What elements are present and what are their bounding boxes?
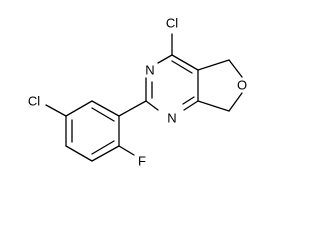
atom-label-n-upper: N — [145, 63, 154, 78]
atom-label-o: O — [237, 78, 247, 93]
bond-c2-aryl — [118, 100, 147, 117]
structure-diagram: Cl N N O Cl F — [28, 16, 247, 169]
bond-n1-c7a — [183, 100, 199, 111]
bond-c4a-c5 — [197, 59, 230, 71]
bond-c4a-c4-inner — [171, 60, 193, 74]
bond-ar2-ar3 — [65, 100, 93, 117]
atom-label-cl-left: Cl — [28, 94, 40, 109]
bond-ar3-cl — [45, 104, 67, 117]
bond-ar5-ar6 — [91, 145, 120, 162]
bond-c5-o — [228, 59, 243, 78]
atom-label-n-lower: N — [167, 111, 176, 126]
atom-label-f: F — [138, 154, 146, 169]
bond-ar6-f — [118, 145, 135, 156]
bond-ar4-ar5 — [65, 145, 93, 162]
atom-label-cl-top: Cl — [166, 16, 178, 31]
bond-o-c7 — [228, 92, 243, 112]
bond-ar1-ar2 — [91, 100, 120, 117]
bond-ar1-ar2-inner — [91, 107, 115, 122]
bond-ar5-ar6-inner — [91, 140, 115, 155]
bond-c4-n3 — [157, 54, 173, 64]
bond-c4a-c4 — [171, 54, 199, 71]
molecule-drawing: Cl N N O Cl F — [28, 16, 247, 169]
bond-c7-c7a — [197, 100, 230, 112]
bond-n1-c7a-inner — [182, 96, 195, 105]
bond-c2-n1 — [145, 100, 159, 111]
